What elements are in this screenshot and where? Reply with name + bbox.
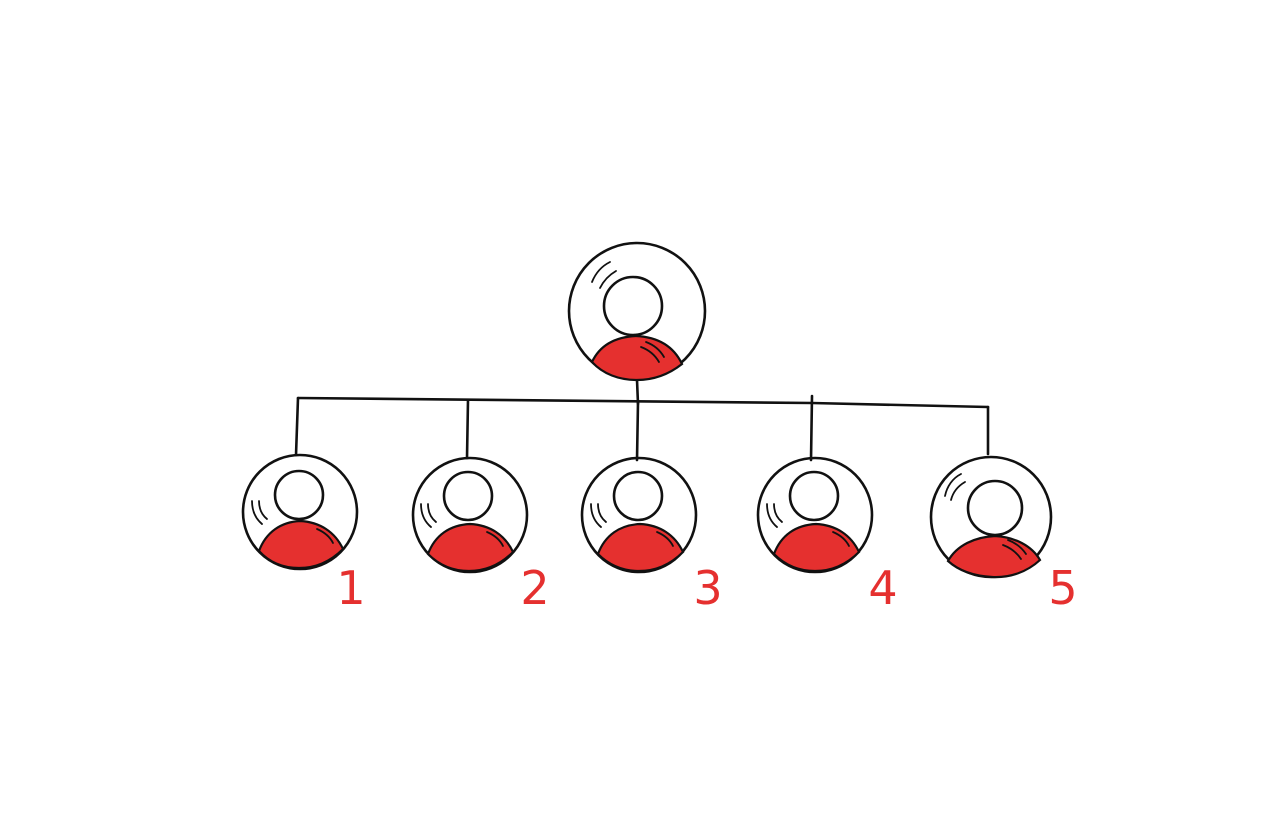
avatar-body — [772, 522, 861, 573]
drop-line-3 — [635, 400, 640, 462]
child-label-1: 1 — [336, 561, 365, 615]
avatar-body — [590, 334, 684, 382]
child-label-5: 5 — [1048, 561, 1077, 615]
person-avatar-icon — [590, 261, 684, 382]
root-node — [567, 241, 707, 382]
avatar-head — [788, 470, 840, 522]
person-avatar-icon — [590, 470, 685, 573]
person-avatar-icon — [251, 469, 345, 570]
child-label-2: 2 — [520, 561, 549, 615]
avatar-head — [273, 469, 325, 521]
person-avatar-icon — [766, 470, 861, 573]
person-avatar-icon — [944, 473, 1042, 579]
avatar-head — [612, 470, 664, 522]
avatar-body — [946, 534, 1042, 579]
avatar-head — [602, 275, 664, 337]
child-node-4 — [756, 456, 874, 574]
child-node-2 — [411, 456, 529, 574]
horizontal-bus — [296, 396, 990, 409]
root-stem — [635, 378, 640, 406]
child-label-4: 4 — [868, 561, 897, 615]
drop-line-1 — [294, 396, 300, 457]
child-label-3: 3 — [693, 561, 722, 615]
avatar-body — [426, 522, 515, 573]
connector-lines — [294, 378, 990, 462]
child-labels: 1 2 3 4 5 — [336, 561, 1077, 615]
child-node-3 — [580, 456, 698, 574]
drop-line-4 — [809, 394, 814, 462]
avatar-head — [966, 479, 1024, 537]
person-avatar-icon — [420, 470, 515, 573]
avatar-body — [257, 519, 345, 570]
child-node-1 — [241, 453, 359, 571]
child-node-5 — [929, 455, 1053, 579]
drop-line-2 — [465, 398, 470, 460]
avatar-head — [442, 470, 494, 522]
avatar-body — [596, 522, 685, 573]
